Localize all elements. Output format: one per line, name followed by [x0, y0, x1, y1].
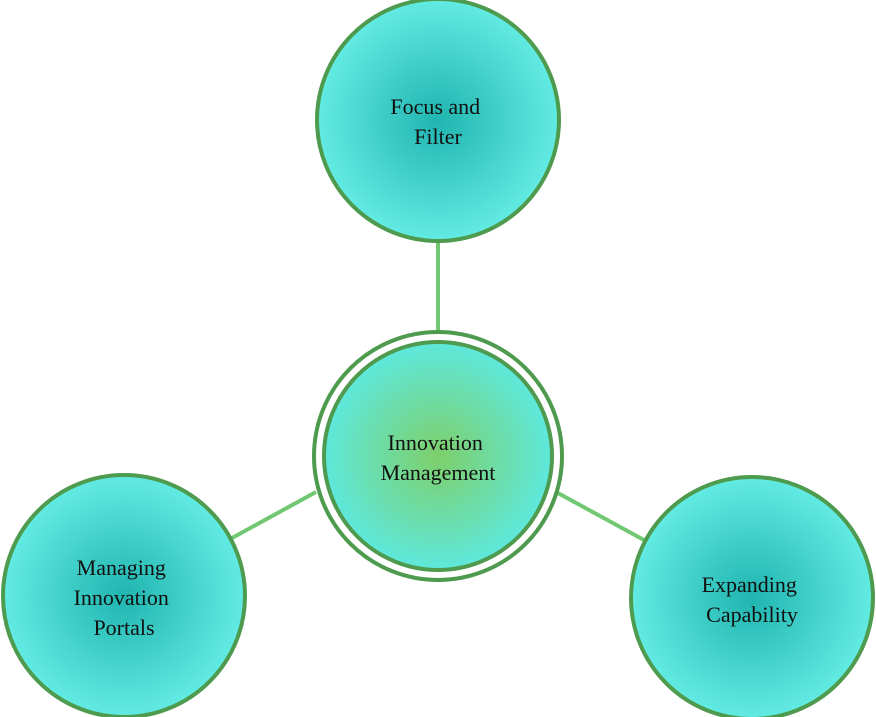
svg-text:Focus and Filter: Focus and Filter — [390, 94, 485, 149]
node-label-line: Innovation — [74, 585, 169, 610]
connector-managing — [231, 490, 317, 540]
svg-text:Managing Innovation: Managing Innovation Portals — [74, 555, 175, 640]
node-managing-innovation-portals: Managing Innovation Portals — [1, 473, 247, 717]
node-innovation-management: Innovation Management — [312, 330, 564, 582]
node-label-line: Capability — [706, 602, 798, 627]
node-label-line: Expanding — [702, 572, 797, 597]
node-label-line: Portals — [93, 615, 154, 640]
node-expanding-capability: Expanding Capability — [629, 475, 875, 717]
svg-text:Expanding Capability: Expanding Capability — [702, 572, 803, 627]
center-label-line: Management — [381, 460, 496, 485]
node-label-line: Managing — [77, 555, 166, 580]
node-label-line: Focus and — [390, 94, 480, 119]
node-focus-and-filter: Focus and Filter — [315, 0, 561, 243]
svg-text:Innovation Management: Innovation Management — [381, 430, 496, 485]
connector-expanding — [555, 490, 645, 542]
center-label-line: Innovation — [388, 430, 483, 455]
node-label-line: Filter — [414, 124, 462, 149]
